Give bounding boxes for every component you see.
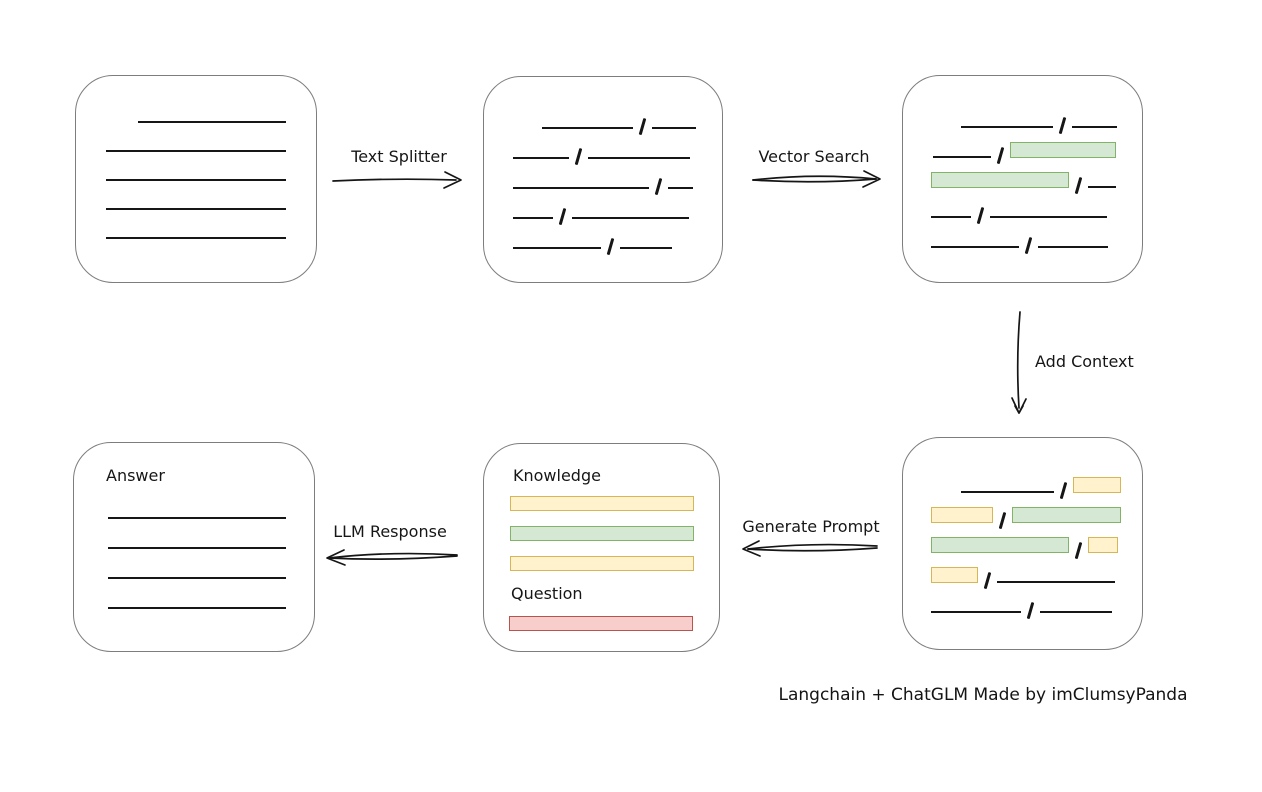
- chunk-row: [108, 519, 314, 549]
- text-line: [961, 491, 1054, 493]
- chunk-row: [961, 463, 1142, 500]
- text-line: [108, 577, 286, 579]
- text-line: [108, 607, 286, 609]
- chunk-row: [138, 94, 316, 123]
- generate-prompt-label: Generate Prompt: [742, 517, 880, 536]
- chunk-row: [931, 188, 1142, 225]
- text-line: [996, 581, 1115, 583]
- chunk-row: [108, 489, 314, 519]
- green-chunk: [1011, 507, 1121, 523]
- text-line: [106, 208, 286, 210]
- add-context-arrow: [1011, 311, 1027, 414]
- prompt-box: Knowledge Question: [483, 443, 720, 652]
- text-line: [106, 150, 286, 152]
- add-context-label: Add Context: [1035, 352, 1134, 371]
- chunk-row: [933, 128, 1142, 165]
- matched-chunk-rows: [903, 98, 1142, 255]
- text-line: [961, 126, 1053, 128]
- chunk-row: [513, 189, 722, 226]
- green-chunk: [1009, 142, 1116, 158]
- text-line: [106, 179, 286, 181]
- text-line: [667, 187, 693, 189]
- red-bar: [509, 616, 693, 631]
- green-chunk: [931, 537, 1069, 553]
- text-line: [931, 216, 971, 218]
- answer-box: Answer: [73, 442, 315, 652]
- text-line: [1071, 126, 1117, 128]
- knowledge-heading: Knowledge: [513, 466, 601, 485]
- chunk-row: [513, 159, 722, 196]
- text-splitter-arrow: [332, 171, 462, 189]
- context-chunk-rows: [903, 463, 1142, 620]
- chunk-row: [961, 98, 1142, 135]
- yellow-chunk: [931, 507, 993, 523]
- chunk-row: [108, 549, 314, 579]
- green-chunk: [931, 172, 1069, 188]
- vector-search-arrow: [752, 170, 881, 188]
- text-line: [513, 247, 601, 249]
- chunk-row: [106, 152, 316, 181]
- yellow-chunk: [931, 567, 978, 583]
- chunk-row: [542, 99, 722, 136]
- text-line: [108, 517, 286, 519]
- text-line: [106, 237, 286, 239]
- chunk-row: [106, 210, 316, 239]
- chunk-row: [931, 553, 1142, 590]
- chunk-row: [513, 129, 722, 166]
- yellow-bar: [510, 496, 694, 511]
- chunk-row: [106, 123, 316, 152]
- slash-separator: [606, 237, 614, 256]
- text-line: [138, 121, 286, 123]
- chunk-row: [931, 218, 1142, 255]
- slash-separator: [1024, 236, 1032, 255]
- text-line: [571, 217, 689, 219]
- answer-lines: [74, 489, 314, 609]
- yellow-chunk: [1072, 477, 1121, 493]
- chunk-row: [931, 523, 1142, 560]
- llm-response-arrow: [326, 549, 458, 566]
- text-line: [513, 187, 649, 189]
- text-line: [108, 547, 286, 549]
- text-line: [587, 157, 690, 159]
- generate-prompt-arrow: [742, 540, 878, 557]
- text-line: [931, 246, 1019, 248]
- text-line: [1039, 611, 1112, 613]
- text-line: [513, 157, 569, 159]
- yellow-bar: [510, 556, 694, 571]
- text-line: [1087, 186, 1116, 188]
- text-line: [933, 156, 991, 158]
- llm-response-label: LLM Response: [333, 522, 447, 541]
- question-heading: Question: [511, 584, 583, 603]
- text-line: [651, 127, 696, 129]
- vector-search-label: Vector Search: [758, 147, 870, 166]
- slash-separator: [1026, 601, 1034, 620]
- chunk-row: [108, 579, 314, 609]
- credit-text: Langchain + ChatGLM Made by imClumsyPand…: [778, 685, 1188, 705]
- chunk-row: [931, 493, 1142, 530]
- text-line: [619, 247, 672, 249]
- text-line: [1037, 246, 1108, 248]
- text-line: [542, 127, 633, 129]
- knowledge-bars: [510, 496, 694, 586]
- yellow-chunk: [1087, 537, 1118, 553]
- text-line: [989, 216, 1107, 218]
- document-lines: [76, 94, 316, 239]
- text-line: [513, 217, 553, 219]
- question-bars: [509, 616, 693, 646]
- split-chunks-box: [483, 76, 723, 283]
- context-chunks-box: [902, 437, 1143, 650]
- chunk-row: [106, 181, 316, 210]
- source-document-box: [75, 75, 317, 283]
- chunk-row: [931, 583, 1142, 620]
- text-splitter-label: Text Splitter: [351, 147, 447, 166]
- text-line: [931, 611, 1021, 613]
- chunk-row: [931, 158, 1142, 195]
- matched-chunks-box: [902, 75, 1143, 283]
- answer-heading: Answer: [106, 466, 165, 485]
- green-bar: [510, 526, 694, 541]
- split-chunk-rows: [484, 99, 722, 256]
- chunk-row: [513, 219, 722, 256]
